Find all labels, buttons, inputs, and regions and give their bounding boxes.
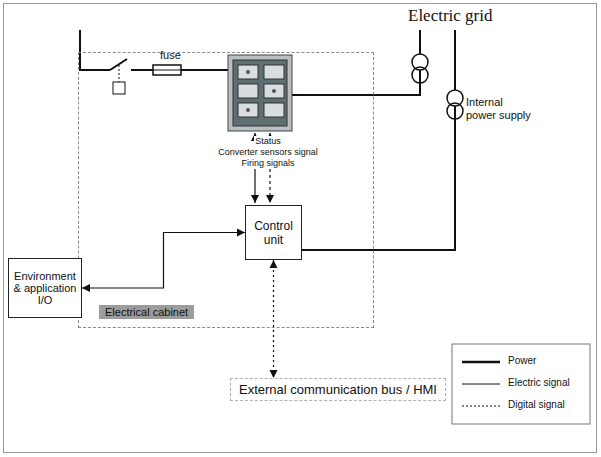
transformer-symbol (412, 67, 428, 83)
signal-label: Converter sensors signal (217, 147, 319, 158)
power-line (181, 69, 228, 71)
node-text: Control unit (249, 219, 298, 247)
power-line (80, 30, 110, 70)
switch-symbol (110, 59, 127, 70)
switch-actuator-link (119, 65, 120, 82)
signal-connector (82, 233, 245, 289)
bus-box: External communication bus / HMI (230, 378, 446, 401)
switch-actuator (113, 82, 125, 94)
legend-frame (452, 344, 590, 424)
converter-picture (228, 55, 292, 131)
supply-line (302, 30, 455, 250)
grid-label: Electric grid (408, 6, 493, 25)
fuse-label: fuse (160, 49, 181, 62)
legend-text: Power (508, 355, 536, 366)
signal-label: Firing signals (240, 158, 295, 169)
grid-line (292, 30, 420, 95)
legend-sample (462, 361, 500, 364)
legend-text: Digital signal (508, 399, 565, 410)
transformer-symbol (447, 103, 463, 119)
legend-text: Electric signal (508, 377, 570, 388)
node-text: Environment & application I/O (12, 270, 78, 306)
fuse-symbol (153, 65, 181, 75)
legend-sample (462, 384, 500, 385)
node-text: External communication bus / HMI (239, 382, 437, 397)
signal-label: Status (254, 136, 282, 147)
legend-sample (462, 406, 500, 407)
io-box: Environment & application I/O (8, 258, 82, 318)
supply-label: Internal power supply (466, 96, 534, 122)
control-box: Control unit (245, 205, 302, 260)
legend-samples (462, 362, 500, 406)
digital-connector (273, 260, 274, 378)
cabinet-region: Electrical cabinet Control unit (78, 52, 374, 328)
outer-frame (4, 4, 597, 453)
fuse-element (153, 70, 181, 71)
power-line (131, 69, 153, 71)
cabinet-label: Electrical cabinet (99, 305, 194, 319)
